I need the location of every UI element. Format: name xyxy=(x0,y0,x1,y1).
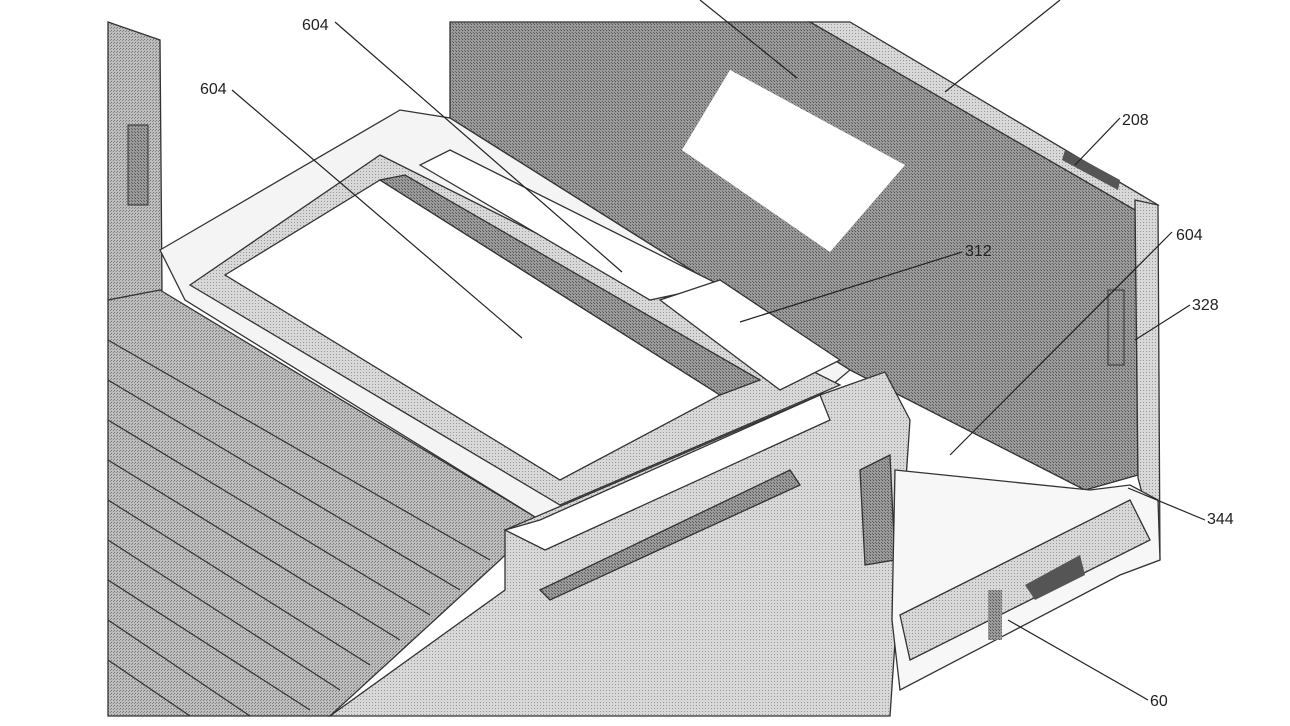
leader-lines xyxy=(231,0,1206,701)
window-cutout xyxy=(682,70,905,252)
label-604-right: 604 xyxy=(1176,227,1203,244)
label-604-top: 604 xyxy=(302,17,329,34)
storage-bin xyxy=(159,109,852,521)
label-328: 328 xyxy=(1192,297,1219,314)
tailgate-fascia xyxy=(327,371,911,717)
label-604-left: 604 xyxy=(200,81,227,98)
back-panel xyxy=(449,21,1161,561)
label-312: 312 xyxy=(965,243,992,260)
hinge-arm xyxy=(891,469,1161,692)
label-344: 344 xyxy=(1207,511,1234,528)
left-post xyxy=(107,21,163,301)
bed-floor xyxy=(107,289,542,717)
label-60: 60 xyxy=(1150,693,1168,710)
label-208: 208 xyxy=(1122,112,1149,129)
